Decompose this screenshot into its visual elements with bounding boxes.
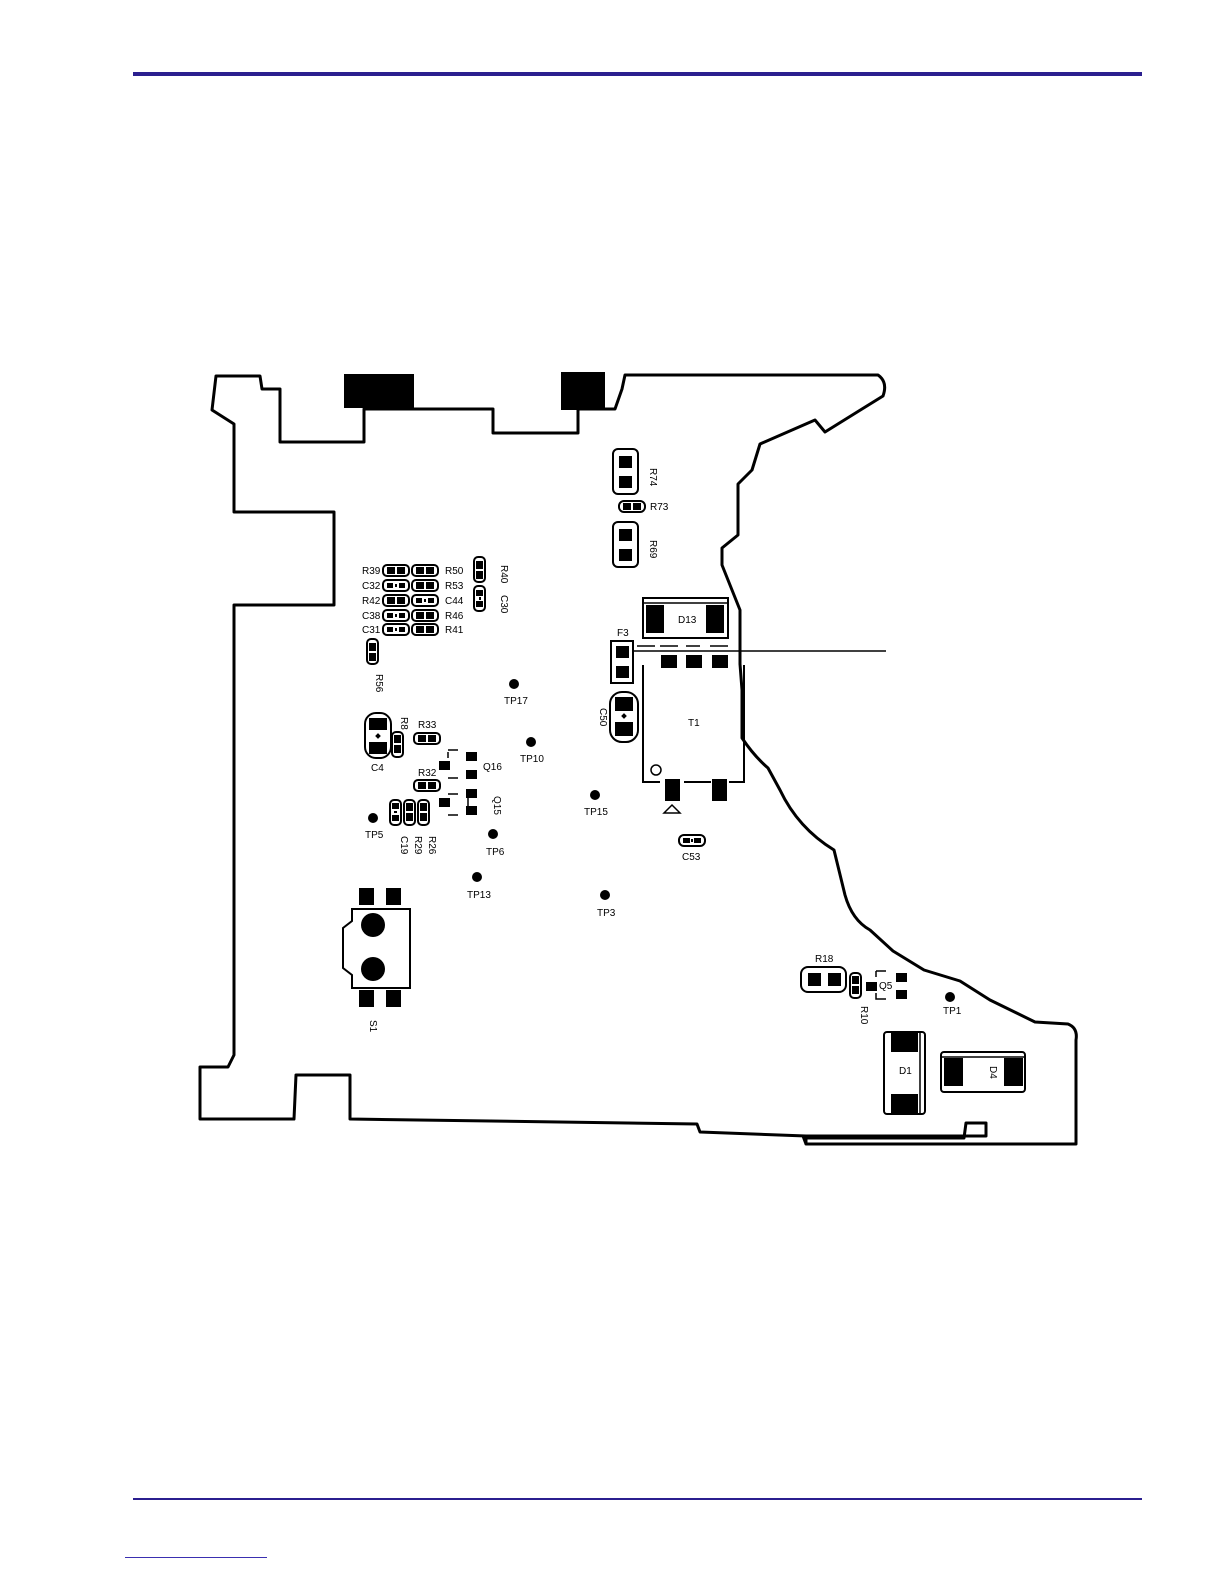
label-c4: C4 [371,763,384,774]
transformer-t1 [637,646,744,813]
label-c32: C32 [362,581,381,592]
label-c38: C38 [362,611,381,622]
label-tp10: TP10 [520,754,544,765]
connector-pad-right [561,372,605,410]
label-q15: Q15 [491,796,502,815]
label-c44: C44 [445,596,464,607]
label-r74: R74 [647,468,658,487]
transistor-q15 [439,789,477,815]
label-r40: R40 [498,565,509,584]
label-r32: R32 [418,768,437,779]
label-d1: D1 [899,1066,912,1077]
label-r73: R73 [650,502,669,513]
label-t1: T1 [688,718,700,729]
resistor-r73 [619,501,645,512]
label-tp3: TP3 [597,908,616,919]
label-r56: R56 [373,674,384,693]
label-r18: R18 [815,954,834,965]
label-q16: Q16 [483,762,502,773]
label-tp1: TP1 [943,1006,962,1017]
label-r69: R69 [647,540,658,559]
label-c30: C30 [498,595,509,614]
label-c53: C53 [682,852,701,863]
label-r10: R10 [858,1006,869,1025]
label-tp13: TP13 [467,890,491,901]
label-d13: D13 [678,615,697,626]
label-s1: S1 [367,1020,378,1033]
label-f3: F3 [617,628,629,639]
label-q5: Q5 [879,981,893,992]
label-c19: C19 [398,836,409,855]
label-tp17: TP17 [504,696,528,707]
connector-pad-left [344,374,414,408]
label-r53: R53 [445,581,464,592]
label-r46: R46 [445,611,464,622]
label-r29: R29 [412,836,423,855]
resistor-r32 [414,780,440,791]
label-r26: R26 [426,836,437,855]
switch-s1 [343,888,410,1007]
test-points [368,679,955,1002]
component-column-c19-r29-r26 [390,800,429,825]
label-r42: R42 [362,596,381,607]
label-tp5: TP5 [365,830,384,841]
label-d4: D4 [987,1066,998,1079]
label-c31: C31 [362,625,381,636]
label-r41: R41 [445,625,464,636]
resistor-bank-right [412,565,438,635]
label-r50: R50 [445,566,464,577]
label-r8: R8 [398,717,409,730]
label-r39: R39 [362,566,381,577]
transistor-q16 [439,750,477,779]
label-tp6: TP6 [486,847,505,858]
label-c50: C50 [597,708,608,727]
label-r33: R33 [418,720,437,731]
resistor-bank-left [383,565,409,635]
resistor-r33 [414,733,440,744]
label-tp15: TP15 [584,807,608,818]
